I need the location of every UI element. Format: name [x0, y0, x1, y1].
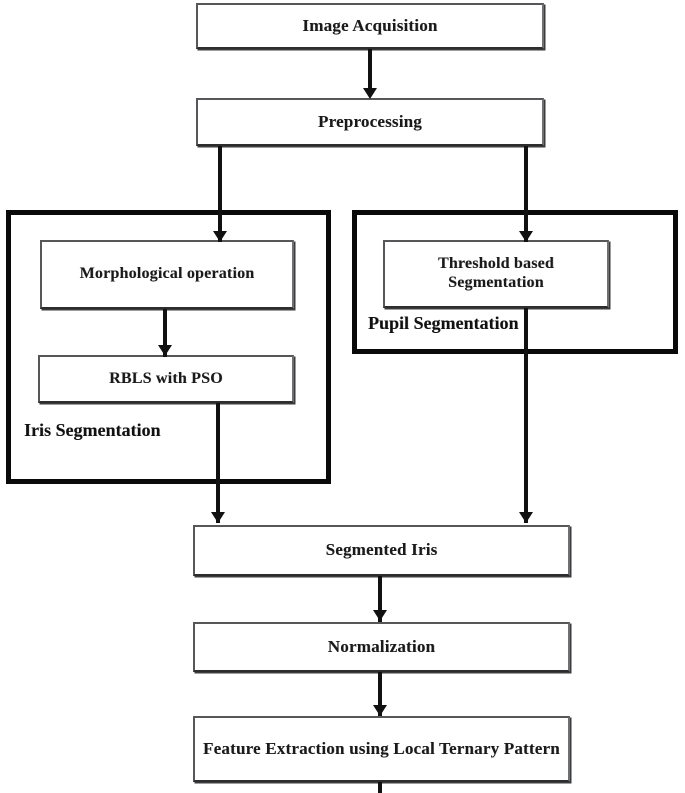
arrowhead-threshold-to-segmented-iris — [519, 512, 533, 523]
connector-rbls-to-segmented-iris — [216, 403, 220, 523]
node-image-acquisition: Image Acquisition — [196, 3, 544, 49]
node-preprocessing: Preprocessing — [196, 98, 544, 146]
node-threshold-based-segmentation: Threshold based Segmentation — [383, 240, 609, 308]
arrowhead-normalization-to-feature-extraction — [373, 705, 387, 716]
node-feature-extraction: Feature Extraction using Local Ternary P… — [193, 716, 570, 782]
connector-morphological-to-rbls — [163, 309, 167, 357]
arrowhead-morphological-to-rbls — [158, 345, 172, 356]
node-preprocessing-label: Preprocessing — [318, 111, 422, 131]
group-iris-segmentation-label: Iris Segmentation — [24, 420, 161, 440]
node-rbls-with-pso: RBLS with PSO — [38, 355, 294, 403]
node-segmented-iris-label: Segmented Iris — [325, 540, 438, 560]
arrowhead-segmented-iris-to-normalization — [373, 610, 387, 621]
connector-normalization-to-feature-extraction — [378, 672, 382, 716]
node-morphological-operation: Morphological operation — [40, 240, 294, 309]
connector-acquisition-to-preprocessing — [368, 49, 372, 91]
node-normalization: Normalization — [193, 622, 570, 672]
node-segmented-iris: Segmented Iris — [193, 525, 570, 576]
connector-segmented-iris-to-normalization — [378, 576, 382, 622]
node-threshold-based-segmentation-label: Threshold based Segmentation — [437, 255, 555, 291]
arrowhead-preprocessing-to-threshold — [519, 231, 533, 242]
group-pupil-segmentation-label: Pupil Segmentation — [368, 313, 519, 333]
node-normalization-label: Normalization — [327, 636, 436, 656]
connector-feature-extraction-continues — [378, 782, 382, 793]
arrowhead-acquisition-to-preprocessing — [363, 88, 377, 99]
arrowhead-preprocessing-to-morphological — [213, 231, 227, 242]
node-image-acquisition-label: Image Acquisition — [302, 15, 438, 35]
connector-preprocessing-to-threshold — [524, 146, 528, 242]
arrowhead-rbls-to-segmented-iris — [211, 512, 225, 523]
node-rbls-with-pso-label: RBLS with PSO — [109, 369, 223, 387]
connector-threshold-to-segmented-iris — [524, 308, 528, 523]
node-morphological-operation-label: Morphological operation — [79, 265, 255, 283]
node-feature-extraction-label: Feature Extraction using Local Ternary P… — [203, 738, 560, 758]
connector-preprocessing-to-morphological — [218, 146, 222, 242]
